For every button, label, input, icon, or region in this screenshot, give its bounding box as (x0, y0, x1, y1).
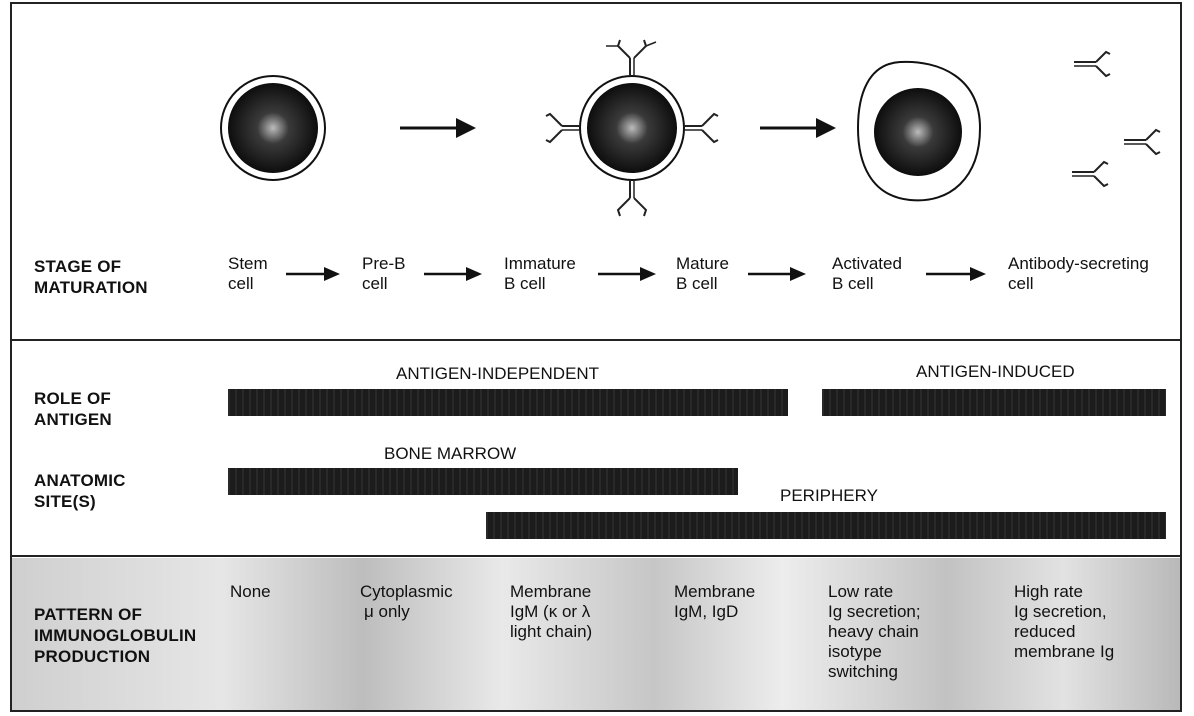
cell-illustrations (0, 0, 1194, 230)
ig-line: μ only (360, 602, 453, 622)
antigen-induced-bar (822, 389, 1166, 416)
stem-cell-icon (221, 76, 325, 180)
arrow-right-icon (598, 267, 656, 281)
ig-stem-cell: None (230, 582, 271, 602)
role-of-antigen-label: ROLE OF ANTIGEN (34, 388, 112, 430)
ig-immature-b-cell: Membrane IgM (κ or λ light chain) (510, 582, 592, 642)
label-line: ROLE OF (34, 388, 112, 409)
label-line: PRODUCTION (34, 646, 196, 667)
arrow-right-icon (760, 118, 836, 138)
antigen-independent-label: ANTIGEN-INDEPENDENT (396, 364, 599, 384)
label-line: PATTERN OF (34, 604, 196, 625)
secreted-antibody-icon (1074, 52, 1110, 76)
ig-line: High rate (1014, 582, 1114, 602)
periphery-bar (486, 512, 1166, 539)
anatomic-sites-label: ANATOMIC SITE(S) (34, 470, 126, 512)
ig-mature-b-cell: Membrane IgM, IgD (674, 582, 755, 622)
antigen-independent-bar (228, 389, 788, 416)
ig-line: None (230, 582, 271, 602)
periphery-label: PERIPHERY (780, 486, 878, 506)
arrow-right-icon (926, 267, 986, 281)
arrow-right-icon (748, 267, 806, 281)
ig-line: switching (828, 662, 921, 682)
ig-line: Membrane (510, 582, 592, 602)
ig-line: Ig secretion; (828, 602, 921, 622)
ig-line: heavy chain (828, 622, 921, 642)
stage-arrows (0, 250, 1194, 300)
arrow-right-icon (424, 267, 482, 281)
section-divider-2 (10, 555, 1182, 557)
ig-line: isotype (828, 642, 921, 662)
ig-line: light chain) (510, 622, 592, 642)
secreted-antibody-icon (1072, 162, 1108, 186)
antigen-induced-label: ANTIGEN-INDUCED (916, 362, 1075, 382)
section-divider-1 (10, 339, 1182, 341)
arrow-right-icon (400, 118, 476, 138)
bone-marrow-label: BONE MARROW (384, 444, 516, 464)
ig-line: Membrane (674, 582, 755, 602)
ig-line: Cytoplasmic (360, 582, 453, 602)
b-cell-with-antibodies-icon (546, 40, 718, 216)
ig-antibody-secreting-cell: High rate Ig secretion, reduced membrane… (1014, 582, 1114, 662)
arrow-right-icon (286, 267, 340, 281)
ig-line: IgM, IgD (674, 602, 755, 622)
label-line: ANATOMIC (34, 470, 126, 491)
label-line: IMMUNOGLOBULIN (34, 625, 196, 646)
label-line: SITE(S) (34, 491, 126, 512)
ig-line: Ig secretion, (1014, 602, 1114, 622)
ig-line: Low rate (828, 582, 921, 602)
label-line: ANTIGEN (34, 409, 112, 430)
ig-activated-b-cell: Low rate Ig secretion; heavy chain isoty… (828, 582, 921, 682)
ig-line: reduced (1014, 622, 1114, 642)
ig-line: IgM (κ or λ (510, 602, 592, 622)
ig-line: membrane Ig (1014, 642, 1114, 662)
secreted-antibody-icon (1124, 130, 1160, 154)
ig-pre-b-cell: Cytoplasmic μ only (360, 582, 453, 622)
bone-marrow-bar (228, 468, 738, 495)
immunoglobulin-production-label: PATTERN OF IMMUNOGLOBULIN PRODUCTION (34, 604, 196, 667)
plasma-cell-icon (858, 62, 980, 201)
